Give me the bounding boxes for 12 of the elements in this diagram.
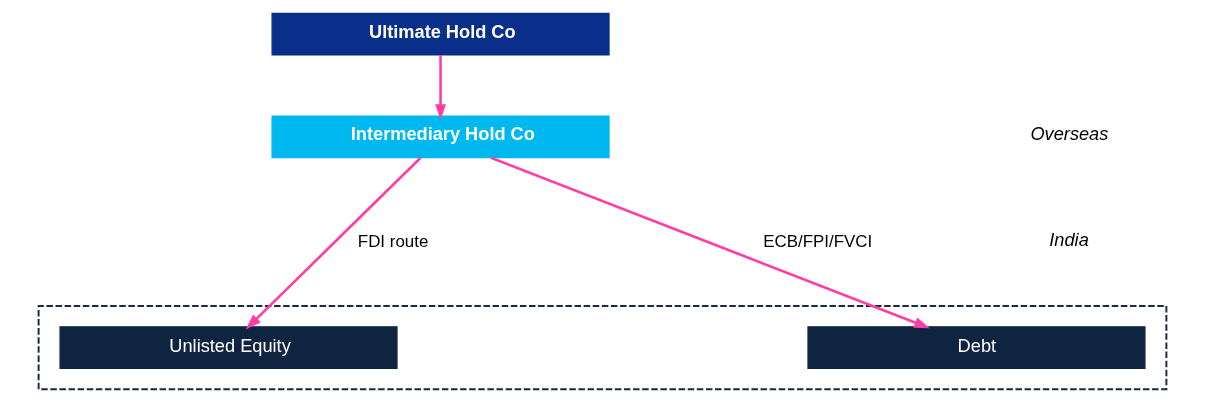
node-box: Unlisted Equity (59, 326, 398, 370)
node-box: Intermediary Hold Co (271, 115, 610, 159)
arrow (245, 156, 422, 330)
node-box: Debt (807, 326, 1146, 370)
arrow (435, 55, 447, 120)
arrow (490, 156, 930, 329)
cluster (37, 305, 1168, 391)
label: Overseas (1030, 124, 1109, 145)
label: India (1049, 229, 1089, 250)
edge-label: FDI route (357, 231, 429, 251)
node-box: Ultimate Hold Co (271, 12, 610, 56)
edge-label: ECB/FPI/FVCI (763, 231, 873, 251)
